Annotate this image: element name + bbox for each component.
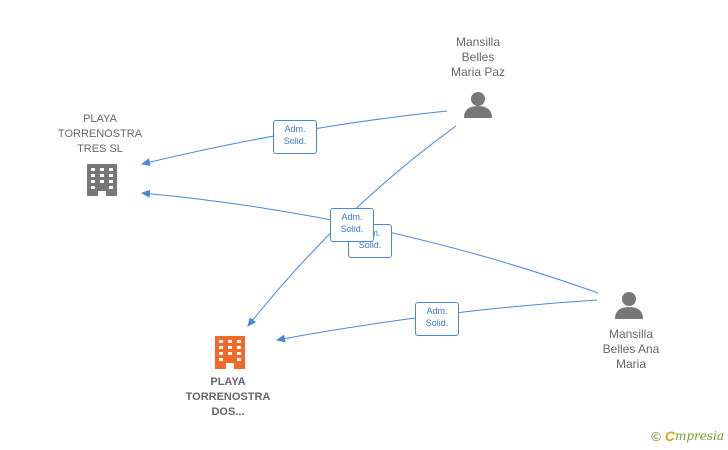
edge-label-line: Adm. (284, 124, 306, 134)
person-label-mansilla-paz[interactable]: Mansilla Belles Maria Paz (430, 35, 526, 80)
label-line: PLAYA (83, 113, 117, 125)
label-line: Maria Paz (450, 65, 506, 79)
edge-label-line: Solid. (340, 224, 364, 234)
label-line: DOS... (211, 406, 245, 418)
label-line: Mansilla (608, 327, 653, 341)
person-label-mansilla-ana[interactable]: Mansilla Belles Ana Maria (583, 327, 679, 372)
building-icon[interactable] (87, 164, 117, 196)
label-line: TRES SL (77, 143, 123, 155)
label-line: TORRENOSTRA (57, 128, 143, 140)
edge-label-paz-to-dos[interactable]: Adm. Solid. (330, 208, 374, 242)
company-label-playa-dos[interactable]: PLAYA TORRENOSTRA DOS... (170, 375, 286, 420)
label-line: TORRENOSTRA (185, 391, 271, 403)
copyright-symbol: © (651, 428, 661, 444)
edge-label-line: Adm. (426, 306, 448, 316)
person-icon[interactable] (464, 92, 492, 118)
edge-label-line: Solid. (283, 136, 307, 146)
label-line: PLAYA (210, 376, 246, 388)
company-label-playa-tres[interactable]: PLAYA TORRENOSTRA TRES SL (52, 112, 148, 157)
label-line: Belles (461, 50, 495, 64)
label-line: Belles Ana (602, 342, 660, 356)
edge-label-paz-to-tres[interactable]: Adm. Solid. (273, 120, 317, 154)
edge-label-line: Solid. (358, 240, 382, 250)
label-line: Mansilla (455, 35, 500, 49)
label-line: Maria (615, 357, 646, 371)
brand-logo-initial: C (664, 428, 675, 444)
person-icon[interactable] (615, 292, 643, 319)
brand-footer: © C mpresia (651, 428, 724, 444)
brand-logo-text: mpresia (674, 429, 724, 443)
edge-label-ana-to-dos[interactable]: Adm. Solid. (415, 302, 459, 336)
edge-label-line: Solid. (425, 318, 449, 328)
building-icon[interactable] (215, 336, 245, 369)
edge-label-line: Adm. (341, 212, 363, 222)
